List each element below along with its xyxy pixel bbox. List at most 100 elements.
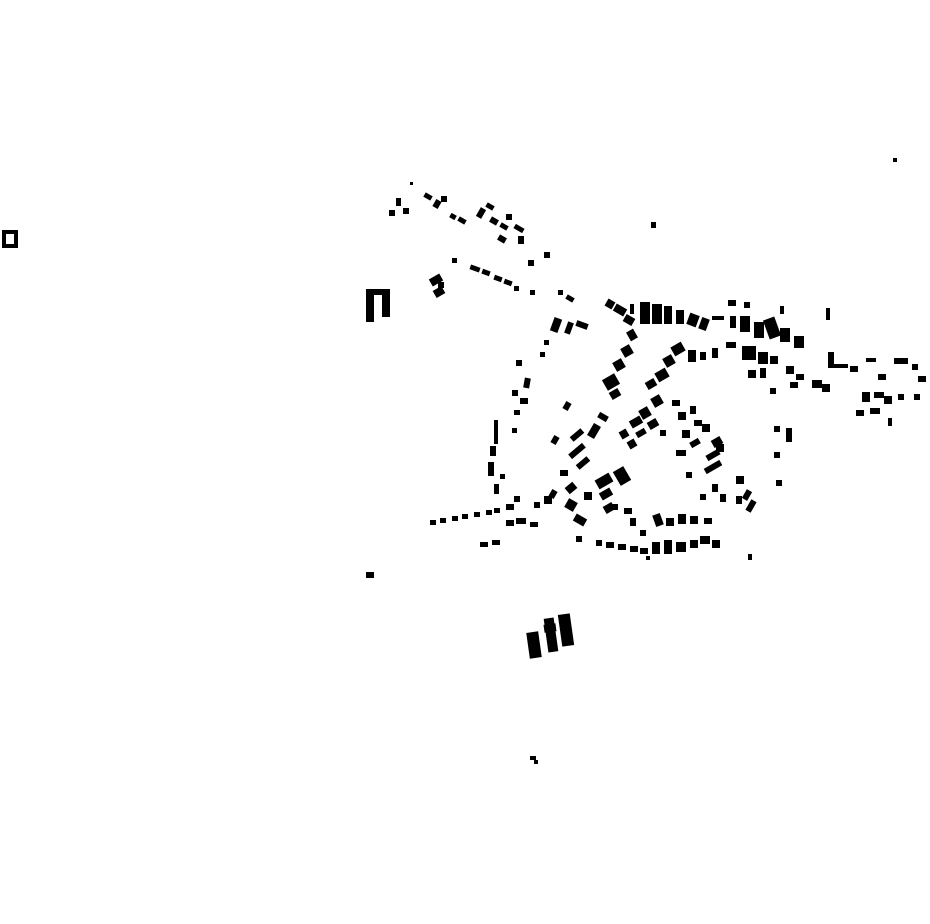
building-footprint [676, 542, 686, 552]
building-footprint [564, 481, 578, 495]
building-footprint [745, 499, 757, 513]
building-footprint [396, 198, 401, 206]
building-footprint [730, 316, 736, 328]
building-footprint [512, 428, 517, 433]
building-footprint [652, 512, 664, 528]
building-footprint [490, 446, 496, 456]
building-footprint [382, 293, 390, 317]
building-footprint [622, 314, 636, 326]
building-footprint [452, 258, 457, 263]
building-footprint [918, 376, 926, 382]
building-footprint [850, 366, 858, 372]
building-footprint [728, 300, 736, 306]
building-footprint [543, 623, 557, 633]
building-footprint [612, 358, 626, 372]
building-footprint [514, 410, 520, 415]
building-footprint [562, 401, 572, 411]
building-footprint [651, 222, 656, 228]
building-footprint [594, 472, 614, 490]
building-footprint [662, 354, 676, 368]
building-footprint [493, 274, 503, 283]
building-footprint [575, 320, 589, 330]
building-footprint [549, 317, 563, 333]
building-footprint [652, 542, 660, 554]
building-footprint [520, 398, 528, 404]
building-footprint [712, 316, 724, 320]
building-footprint [499, 222, 509, 231]
building-footprint [720, 494, 726, 502]
building-footprint [432, 286, 446, 298]
building-footprint [893, 158, 897, 162]
building-footprint [618, 544, 626, 550]
building-footprint [870, 408, 880, 414]
building-footprint [514, 496, 520, 502]
building-footprint [506, 504, 514, 510]
building-footprint [488, 462, 494, 476]
building-footprint [432, 199, 442, 209]
building-footprint [822, 384, 830, 392]
building-footprint [790, 382, 798, 388]
building-footprint [630, 304, 634, 314]
building-footprint [389, 210, 395, 216]
building-footprint [774, 426, 780, 432]
building-footprint [550, 435, 560, 445]
building-footprint [366, 572, 374, 578]
building-footprint [760, 368, 766, 378]
building-footprint [564, 498, 578, 512]
building-footprint [672, 400, 680, 406]
building-footprint [689, 437, 701, 449]
building-footprint [758, 352, 768, 364]
building-footprint [534, 760, 538, 764]
building-footprint [712, 348, 718, 358]
building-footprint [626, 438, 638, 450]
building-footprint [494, 420, 498, 444]
building-footprint [914, 394, 920, 400]
building-footprint [430, 520, 436, 525]
building-footprint [770, 388, 776, 394]
building-footprint [530, 756, 536, 760]
building-footprint [475, 207, 487, 219]
building-footprint [540, 352, 545, 357]
building-footprint [512, 390, 518, 396]
building-footprint [676, 310, 684, 324]
building-footprint [742, 346, 756, 360]
building-footprint [503, 278, 513, 287]
building-footprint [856, 410, 864, 416]
building-footprint [489, 216, 499, 226]
building-footprint [794, 336, 804, 348]
building-footprint [486, 510, 492, 515]
building-footprint [565, 294, 575, 303]
building-footprint [480, 542, 488, 547]
building-footprint [652, 304, 662, 324]
building-footprint [878, 374, 886, 380]
building-footprint [888, 418, 892, 426]
building-footprint [608, 388, 622, 400]
building-footprint [598, 487, 614, 501]
building-footprint [716, 444, 724, 452]
building-footprint [497, 234, 507, 244]
building-footprint [828, 352, 834, 368]
building-footprint [826, 308, 830, 320]
building-footprint [474, 512, 480, 517]
building-footprint [686, 472, 692, 478]
building-footprint [780, 306, 784, 314]
building-footprint [774, 452, 780, 458]
building-footprint [776, 480, 782, 486]
building-footprint [690, 540, 698, 548]
building-footprint [780, 328, 790, 342]
building-footprint [690, 406, 696, 414]
building-footprint [726, 342, 736, 348]
building-footprint [654, 367, 670, 383]
building-footprint [523, 377, 531, 389]
building-footprint [516, 518, 526, 524]
building-footprint [628, 415, 644, 429]
building-footprint [690, 516, 698, 524]
building-footprint [812, 380, 822, 388]
building-footprint [748, 554, 752, 560]
building-footprint [688, 350, 696, 362]
building-footprint [576, 536, 582, 542]
building-footprint [558, 290, 563, 295]
buildings-layer [2, 158, 926, 764]
building-footprint [568, 442, 586, 460]
building-footprint [530, 290, 535, 295]
